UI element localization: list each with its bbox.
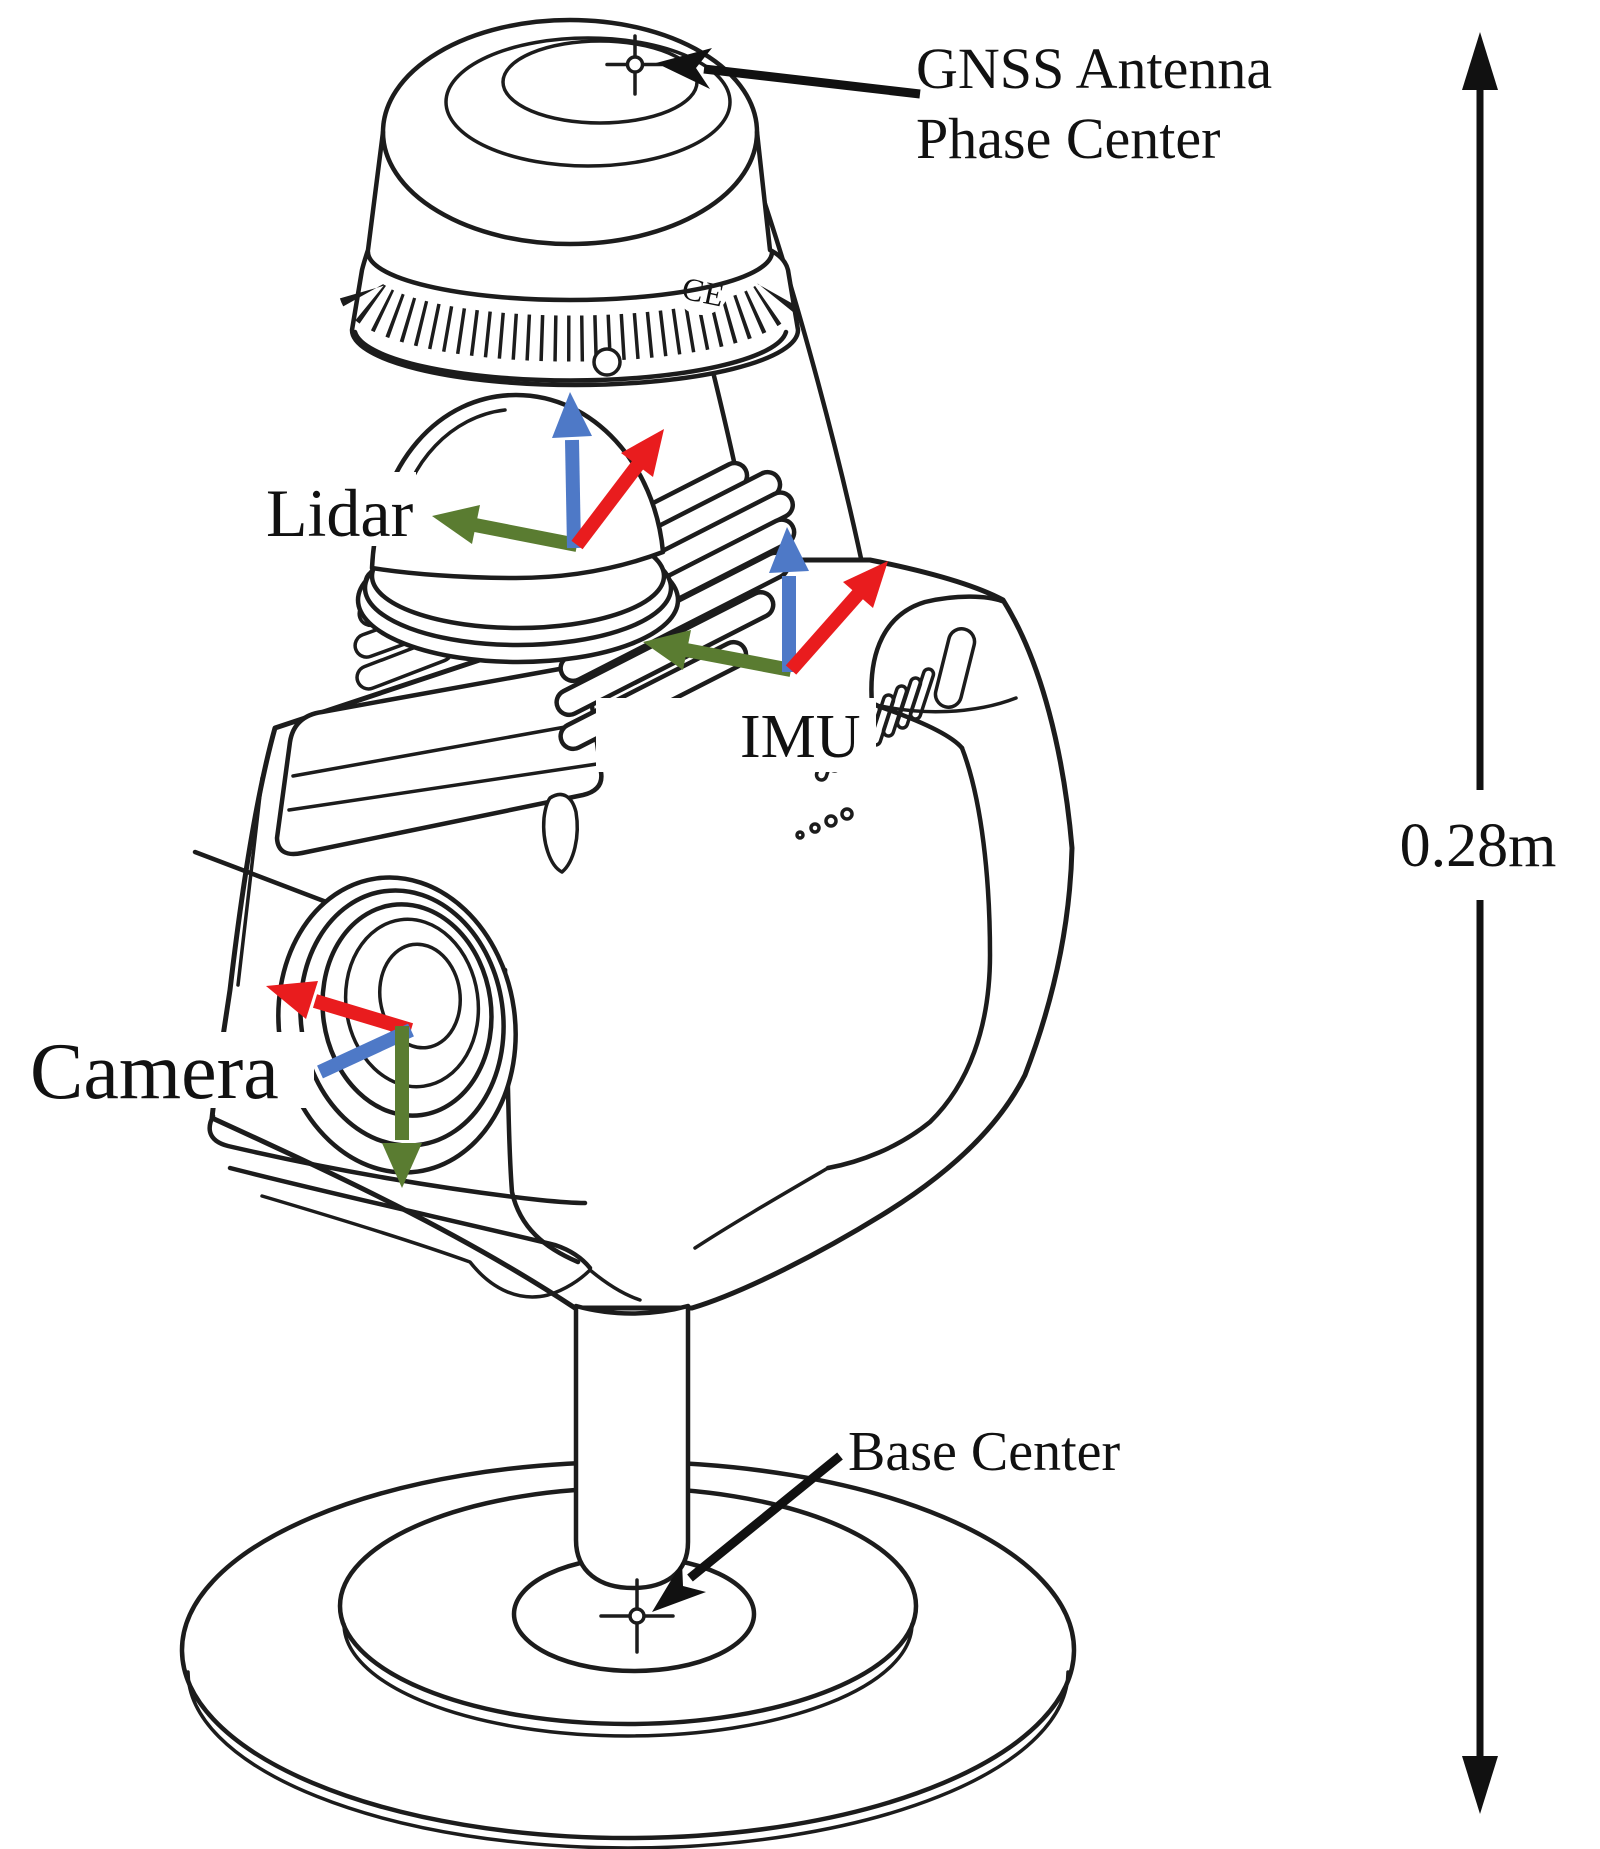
corner-slot-vent	[933, 627, 977, 709]
gnss-antenna-drawing: CE	[339, 17, 802, 388]
imu-label-bg	[596, 698, 876, 772]
camera-x-axis-red	[312, 994, 414, 1037]
lidar-y-axis-green	[473, 518, 579, 552]
top-panel	[274, 665, 604, 857]
dimension-arrowhead-up	[1462, 32, 1498, 90]
dimension-arrowhead-down	[1462, 1756, 1498, 1814]
lidar-z-axis-blue	[565, 439, 581, 549]
lidar-label: Lidar	[266, 475, 414, 551]
teardrop-cutout	[541, 792, 579, 874]
lidar-axes	[432, 392, 664, 552]
imu-axes	[643, 527, 888, 677]
lidar-x-axis-red	[571, 457, 646, 550]
gnss-label-line2: Phase Center	[916, 106, 1220, 171]
lidar-dome-drawing	[355, 392, 681, 665]
height-dimension-arrow: 0.28m	[1400, 32, 1557, 1814]
antenna-button	[592, 347, 622, 377]
vent-dots	[795, 807, 854, 840]
base-center-crosshair	[599, 1578, 675, 1654]
phase-center-crosshair	[605, 34, 664, 96]
base-center-leader-arrow	[652, 1452, 843, 1612]
handle-inner-edge	[825, 745, 993, 1171]
base-center-label: Base Center	[848, 1421, 1120, 1483]
labels-layer: GNSS Antenna Phase Center Lidar IMU Came…	[22, 36, 1272, 1483]
gnss-label-line1: GNSS Antenna	[916, 36, 1272, 101]
imu-label: IMU	[740, 703, 861, 771]
pole-stem-drawing	[573, 1303, 691, 1591]
imu-x-axis-red	[785, 587, 866, 675]
gnss-leader-arrow	[656, 48, 921, 99]
lidar-label-bg	[252, 472, 416, 546]
camera-label-bg	[22, 1032, 314, 1108]
camera-label: Camera	[30, 1028, 279, 1116]
dimension-value: 0.28m	[1400, 812, 1557, 880]
imu-y-axis-green	[684, 643, 793, 677]
bottom-lip-lines	[207, 1113, 642, 1302]
